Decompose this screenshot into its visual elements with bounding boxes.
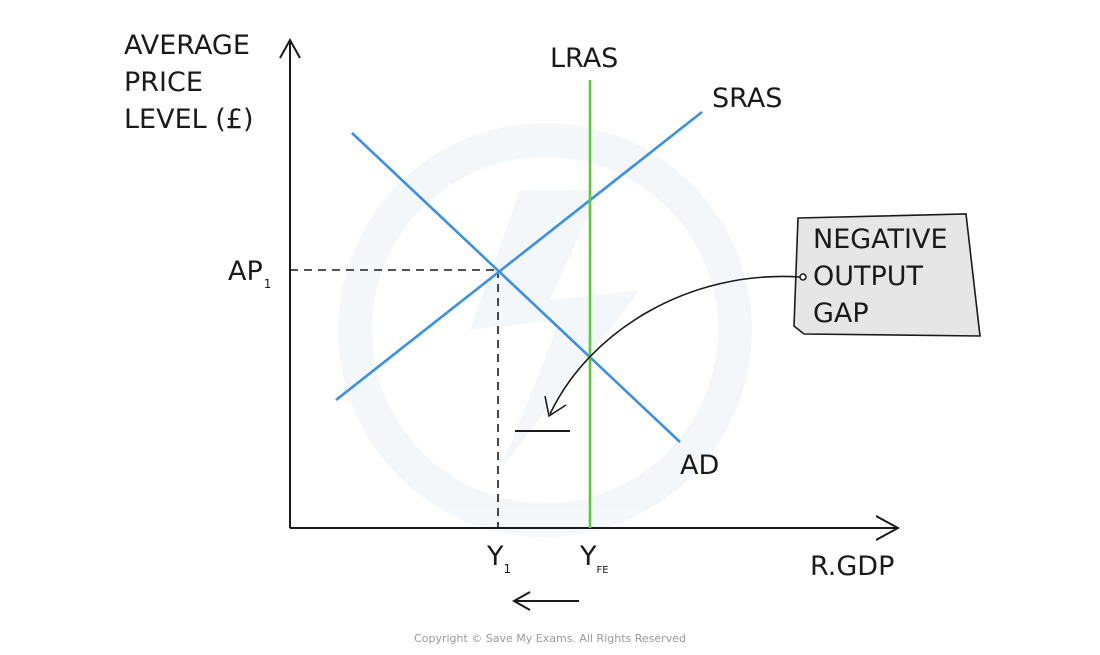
callout-line-2: OUTPUT xyxy=(813,261,924,292)
x-axis-label: R.GDP xyxy=(810,551,894,582)
negative-output-gap-callout: NEGATIVE OUTPUT GAP xyxy=(793,213,981,337)
y-axis-arrowhead xyxy=(279,37,301,59)
callout-line-3: GAP xyxy=(813,298,869,329)
axes xyxy=(279,37,901,541)
yfe-label: YFE xyxy=(579,541,609,576)
sras-curve xyxy=(335,110,703,402)
lras-label: LRAS xyxy=(550,43,618,74)
sras-label: SRAS xyxy=(712,83,782,114)
x-axis-arrowhead xyxy=(875,515,901,541)
leftward-shift-arrow xyxy=(511,591,579,611)
y-axis-label-line-3: LEVEL (£) xyxy=(124,104,254,135)
copyright-notice: Copyright © Save My Exams. All Rights Re… xyxy=(414,632,686,645)
ad-label: AD xyxy=(680,450,719,481)
y-axis-label-line-2: PRICE xyxy=(124,67,203,98)
y1-label: Y1 xyxy=(486,541,511,576)
y-axis-label-line-1: AVERAGE xyxy=(124,30,250,61)
watermark-logo xyxy=(338,123,752,537)
callout-line-1: NEGATIVE xyxy=(813,224,948,255)
callout-pointer-arrow xyxy=(544,273,807,418)
ad-curve xyxy=(351,132,681,443)
ap1-label: AP1 xyxy=(228,256,271,291)
